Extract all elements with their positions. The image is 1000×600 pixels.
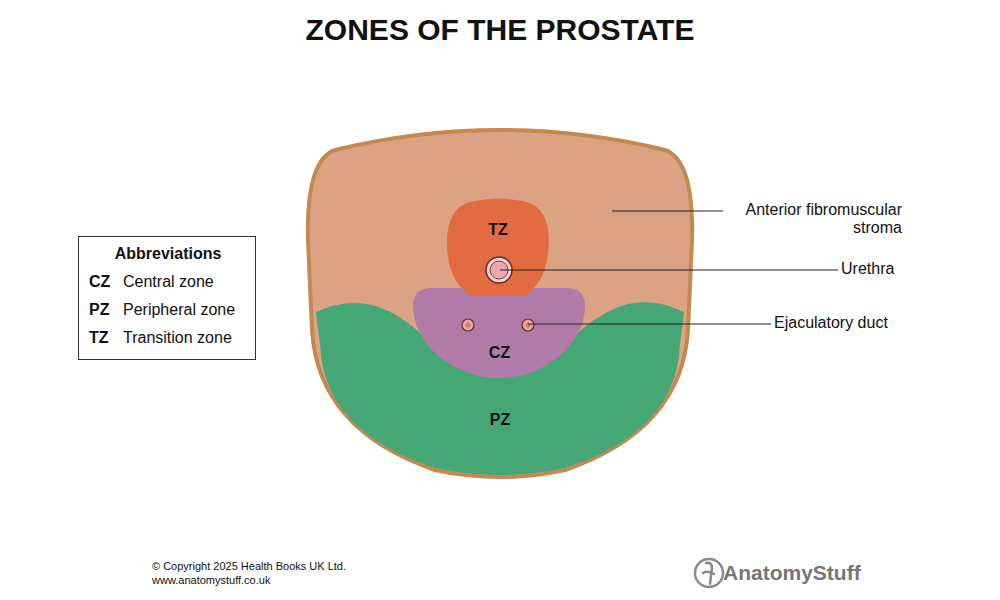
part-label: Ejaculatory duct <box>774 314 888 332</box>
legend-heading: Abbreviations <box>79 244 257 264</box>
abbreviation-meaning: Peripheral zone <box>123 300 235 320</box>
logo-text: AnatomyStuff <box>723 561 861 584</box>
abbreviation-meaning: Transition zone <box>123 328 232 348</box>
central-zone: CZ <box>413 287 586 379</box>
capsule-outline <box>308 130 692 477</box>
zone-label: CZ <box>413 343 586 363</box>
website-note: www.anatomystuff.co.uk <box>152 573 270 587</box>
part-label: Urethra <box>841 260 894 278</box>
zone-label: TZ <box>447 220 549 240</box>
abbreviations-box: AbbreviationsCZ Central zonePZ Peripheral … <box>78 236 256 360</box>
transition-zone-outline <box>447 199 549 297</box>
copyright-note: © Copyright 2025 Health Books UK Ltd. <box>152 559 346 573</box>
abbreviation-meaning: Central zone <box>123 272 214 292</box>
diagram-title: ZONES OF THE PROSTATE <box>0 10 1000 50</box>
abbreviation: CZ <box>89 272 110 292</box>
part-label: Anterior fibromuscular stroma <box>716 201 902 237</box>
peripheral-zone-outline <box>316 302 684 475</box>
abbreviation: PZ <box>89 300 109 320</box>
leader-line <box>612 210 723 211</box>
logo-icon <box>703 563 714 584</box>
transition-zone-shape <box>447 196 549 297</box>
central-zone-shape <box>413 287 586 379</box>
leader-line <box>500 269 838 270</box>
logo-icon <box>695 559 723 587</box>
transition-zone: TZ <box>447 196 549 297</box>
zone-label: PZ <box>312 410 688 430</box>
abbreviation: TZ <box>89 328 109 348</box>
